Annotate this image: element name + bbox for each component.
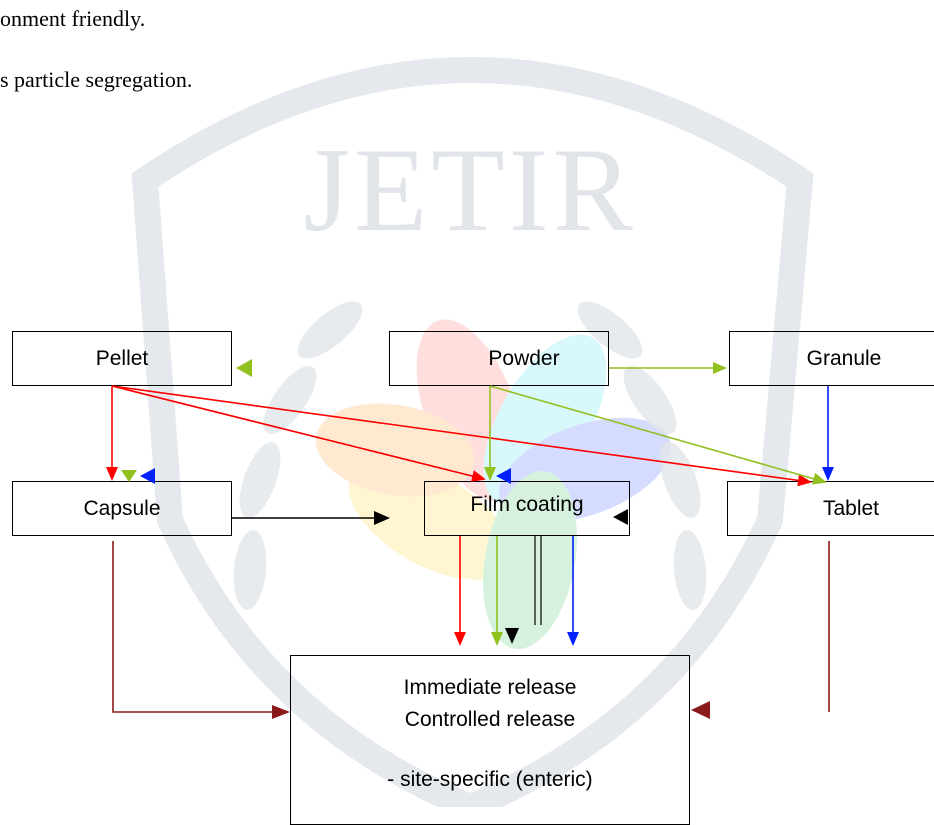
watermark-shield [131, 57, 814, 807]
release-line-controlled: Controlled release [404, 708, 576, 731]
watermark-laurels [233, 301, 707, 610]
arrow-pellet-to-tablet [111, 385, 812, 487]
arrow-capsule-to-release [112, 541, 290, 719]
granule-box: Granule [729, 331, 934, 386]
arrowhead-black-film-coating [613, 509, 628, 525]
pellet-box: Pellet [12, 331, 232, 386]
powder-label: Powder [488, 346, 560, 370]
arrow-powder-to-tablet [489, 385, 827, 485]
tablet-label: Tablet [822, 496, 880, 520]
granule-label: Granule [806, 346, 882, 370]
watermark-text: JETIR [303, 123, 636, 256]
powder-box: Powder [389, 331, 609, 386]
film-coating-label: Film coating [470, 492, 584, 516]
tablet-box: Tablet [727, 481, 934, 536]
text-line-2: s particle segregation. [0, 67, 193, 92]
pellet-label: Pellet [95, 346, 149, 370]
capsule-label: Capsule [83, 496, 161, 520]
jetir-watermark: JETIR [131, 57, 814, 807]
flow-arrows [106, 359, 834, 719]
release-line-immediate: Immediate release [403, 676, 577, 699]
arrowhead-maroon-release [691, 701, 710, 719]
arrowhead-green-capsule [121, 470, 137, 482]
film-coating-box: Film coating [424, 481, 630, 536]
arrowhead-black-release [505, 628, 519, 644]
release-line-site-specific: - site-specific (enteric) [387, 768, 593, 791]
arrowhead-powder-to-pellet [236, 359, 252, 377]
watermark-flower [315, 319, 671, 649]
capsule-box: Capsule [12, 481, 232, 536]
text-line-1: onment friendly. [0, 6, 146, 31]
arrow-pellet-to-film-coating [111, 385, 486, 482]
arrowhead-blue-film-coating [496, 468, 511, 484]
arrowhead-blue-capsule [140, 468, 155, 484]
release-box: Immediate release Controlled release - s… [290, 655, 690, 825]
